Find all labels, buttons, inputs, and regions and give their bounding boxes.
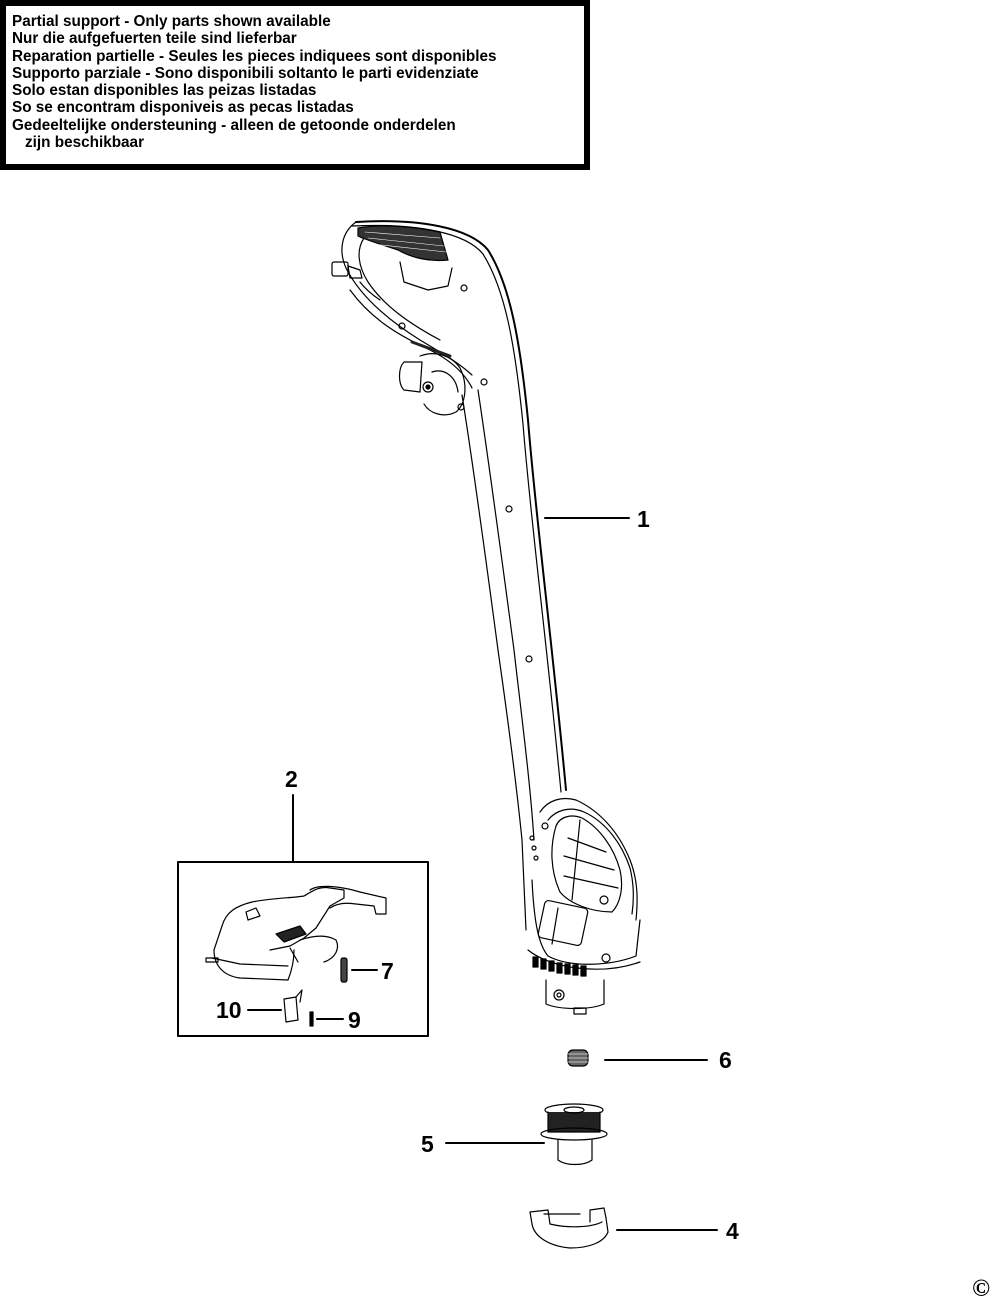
notice-line-en: Partial support - Only parts shown avail… (12, 13, 331, 30)
callout-6-label: 6 (719, 1047, 732, 1073)
availability-notice: Partial support - Only parts shown avail… (0, 0, 590, 170)
callout-1-label: 1 (637, 506, 650, 532)
callout-2-label: 2 (285, 766, 298, 792)
notice-line-es: Solo estan disponibles las peizas listad… (12, 82, 317, 100)
part-2-guard-drawing (205, 885, 387, 981)
part-5-spool-drawing (445, 1103, 608, 1166)
part-2-kit-box (177, 861, 429, 1037)
notice-line-nl-cont: zijn beschikbaar (25, 134, 145, 152)
callout-4-label: 4 (726, 1218, 739, 1244)
notice-line-fr: Reparation partielle - Seules les pieces… (12, 47, 497, 65)
availability-notice-body: Partial support - Only parts shown avail… (6, 6, 584, 164)
part-6-spring-drawing (567, 1049, 708, 1067)
copyright-mark: © (972, 1276, 990, 1302)
callout-5-label: 5 (421, 1131, 434, 1157)
notice-line-nl: Gedeeltelijke ondersteuning - alleen de … (12, 116, 456, 134)
vent-slots (532, 956, 587, 977)
part-10-blade-drawing (247, 989, 303, 1023)
part-7-screw-drawing (340, 957, 378, 983)
notice-line-de: Nur die aufgefuerten teile sind lieferba… (12, 30, 297, 48)
part-9-screw-drawing (309, 1011, 344, 1027)
callout-9-label: 9 (348, 1007, 361, 1033)
notice-line-it: Supporto parziale - Sono disponibili sol… (12, 64, 479, 82)
notice-line-pt: So se encontram disponiveis as pecas lis… (12, 99, 354, 117)
callout-7-label: 7 (381, 958, 394, 984)
part-4-cover-drawing (529, 1207, 718, 1249)
part-1-housing-drawing (331, 220, 641, 1015)
callout-10-label: 10 (216, 997, 242, 1023)
